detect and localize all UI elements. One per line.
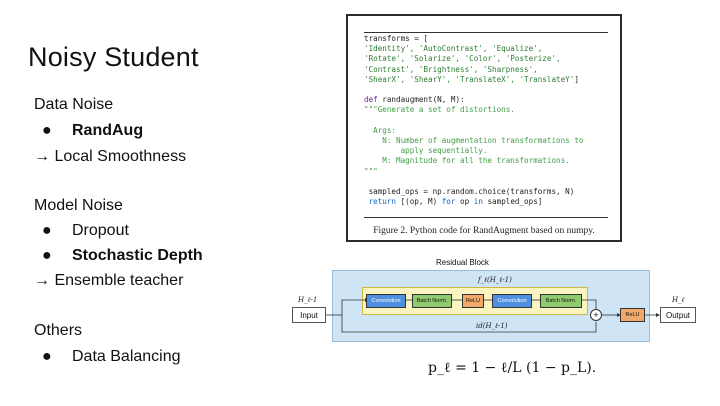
sum-node-icon: + bbox=[590, 309, 602, 321]
code-bottom-rule bbox=[364, 217, 608, 218]
ensemble-teacher-text: → Ensemble teacher bbox=[34, 272, 184, 289]
output-h-label: H_ℓ bbox=[672, 296, 685, 304]
conv-block-1: Convolution bbox=[366, 294, 406, 308]
output-node: Output bbox=[660, 307, 696, 323]
stochastic-depth-label: Stochastic Depth bbox=[72, 247, 203, 264]
others-heading: Others bbox=[34, 322, 83, 339]
relu-output-block: ReLU bbox=[620, 308, 645, 322]
dropout-item: ● Dropout bbox=[42, 222, 129, 240]
batchnorm-block-2: Batch Norm. bbox=[540, 294, 582, 308]
bullet-icon: ● bbox=[42, 222, 52, 239]
data-balancing-label: Data Balancing bbox=[72, 348, 181, 365]
code-top-rule bbox=[364, 32, 608, 33]
bullet-icon: ● bbox=[42, 122, 52, 139]
batchnorm-block-1: Batch Norm. bbox=[412, 294, 452, 308]
bullet-icon: ● bbox=[42, 348, 52, 365]
relu-block-1: ReLU bbox=[462, 294, 484, 308]
residual-block-title: Residual Block bbox=[436, 258, 489, 267]
bullet-icon: ● bbox=[42, 247, 52, 264]
randaug-label: RandAug bbox=[72, 122, 144, 139]
slide-title: Noisy Student bbox=[28, 42, 199, 72]
randaug-item: ● RandAug bbox=[42, 122, 143, 140]
survival-probability-formula: p_ℓ = 1 − ℓ/L (1 − p_L). bbox=[428, 360, 597, 376]
branch-function-label: f_ℓ(H_ℓ-1) bbox=[478, 276, 512, 284]
code-caption: Figure 2. Python code for RandAugment ba… bbox=[373, 226, 595, 236]
local-smoothness-text: → Local Smoothness bbox=[34, 148, 187, 165]
model-noise-heading: Model Noise bbox=[34, 197, 123, 214]
identity-label: id(H_ℓ-1) bbox=[476, 322, 508, 330]
input-h-label: H_ℓ-1 bbox=[298, 296, 318, 304]
randaugment-code-figure: transforms = [ 'Identity', 'AutoContrast… bbox=[346, 14, 622, 242]
data-noise-heading: Data Noise bbox=[34, 96, 114, 113]
data-balancing-item: ● Data Balancing bbox=[42, 348, 181, 366]
input-node: Input bbox=[292, 307, 326, 323]
conv-block-2: Convolution bbox=[492, 294, 532, 308]
stochastic-depth-item: ● Stochastic Depth bbox=[42, 247, 203, 265]
code-image: transforms = [ 'Identity', 'AutoContrast… bbox=[364, 34, 584, 207]
dropout-label: Dropout bbox=[72, 222, 129, 239]
